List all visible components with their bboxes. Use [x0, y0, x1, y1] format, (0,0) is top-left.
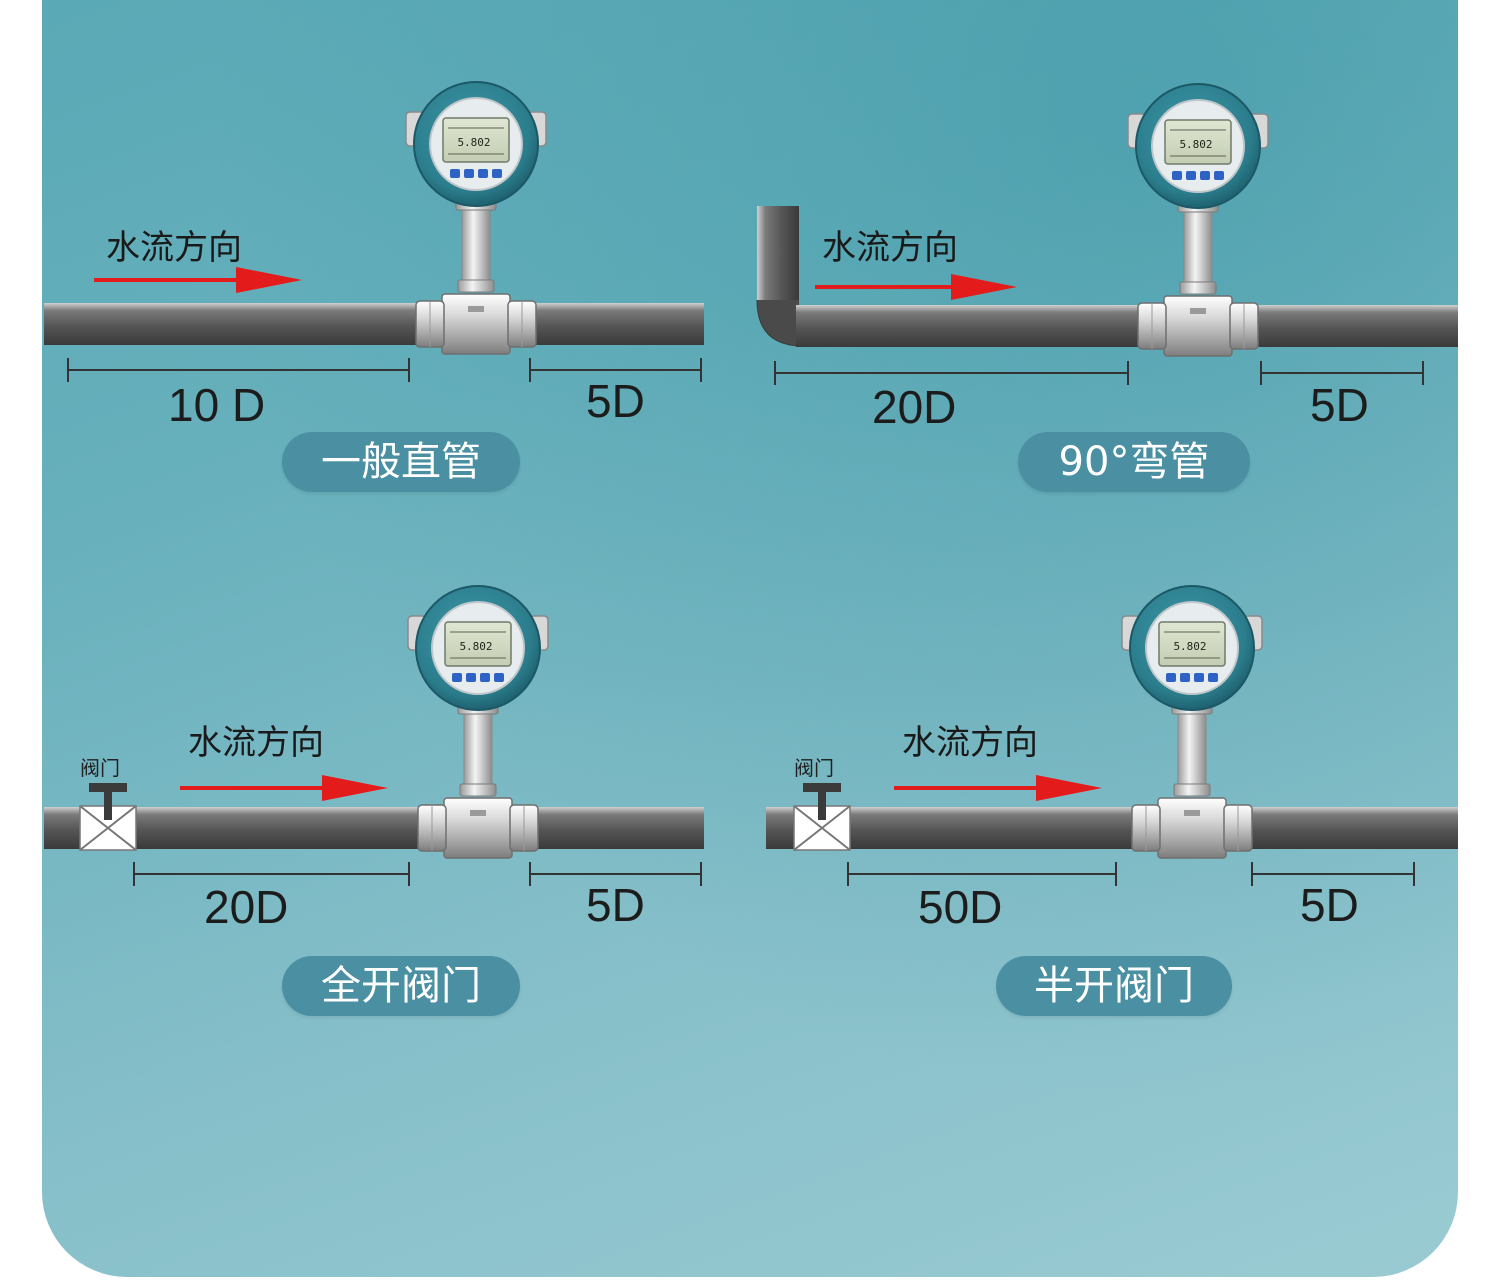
flowmeter [1121, 585, 1263, 859]
upstream-length-label: 10 D [168, 379, 266, 431]
downstream-length-label: 5D [586, 879, 645, 931]
upstream-length-label: 50D [918, 881, 1003, 933]
pipe-vertical [757, 206, 799, 306]
downstream-length-label: 5D [1300, 879, 1359, 931]
pipe-segment [44, 807, 704, 849]
downstream-length-label: 5D [586, 375, 645, 427]
downstream-dimension [529, 358, 702, 382]
upstream-length-label: 20D [872, 381, 957, 433]
downstream-length-label: 5D [1310, 379, 1369, 431]
scenario-elbow: 水流方向 20D 5D 90°弯管 [0, 0, 1458, 640]
valve-label: 阀门 [80, 756, 120, 780]
flow-arrow-head [951, 274, 1017, 300]
upstream-dimension [133, 862, 410, 886]
upstream-dimension [67, 358, 410, 382]
scenario-title-badge: 半开阀门 [996, 956, 1232, 1016]
downstream-dimension [529, 862, 702, 886]
flow-arrow-head [322, 775, 388, 801]
pipe-horizontal [796, 305, 1458, 347]
scenario-valve-half: 阀门 水流方向 50D 5D 半开阀门 [0, 0, 1458, 1016]
upstream-length-label: 20D [204, 881, 289, 933]
valve-full-diagram [44, 585, 704, 886]
valve-label: 阀门 [794, 756, 834, 780]
flow-direction-label: 水流方向 [902, 723, 1038, 763]
valve-symbol [793, 782, 851, 851]
pipe-segment [766, 807, 1458, 849]
pipe-segment [44, 303, 704, 345]
flow-arrow-head [1036, 775, 1102, 801]
downstream-dimension [1260, 361, 1424, 385]
scenario-title-badge: 90°弯管 [1018, 432, 1250, 492]
flow-direction-label: 水流方向 [106, 228, 242, 268]
upstream-dimension [774, 361, 1129, 385]
flow-arrow-head [236, 267, 302, 293]
downstream-dimension [1251, 862, 1415, 886]
upstream-dimension [847, 862, 1117, 886]
scenario-title-badge: 一般直管 [282, 432, 520, 492]
flow-direction-label: 水流方向 [822, 228, 958, 268]
elbow-diagram [756, 83, 1458, 385]
scenario-valve-full: 阀门 水流方向 20D 5D 全开阀门 [0, 0, 750, 1016]
scenario-straight: 水流方向 10 D 5D 一般直管 [0, 0, 750, 640]
scenario-title-badge: 全开阀门 [282, 956, 520, 1016]
straight-diagram [44, 81, 704, 382]
flow-direction-label: 水流方向 [188, 723, 324, 763]
